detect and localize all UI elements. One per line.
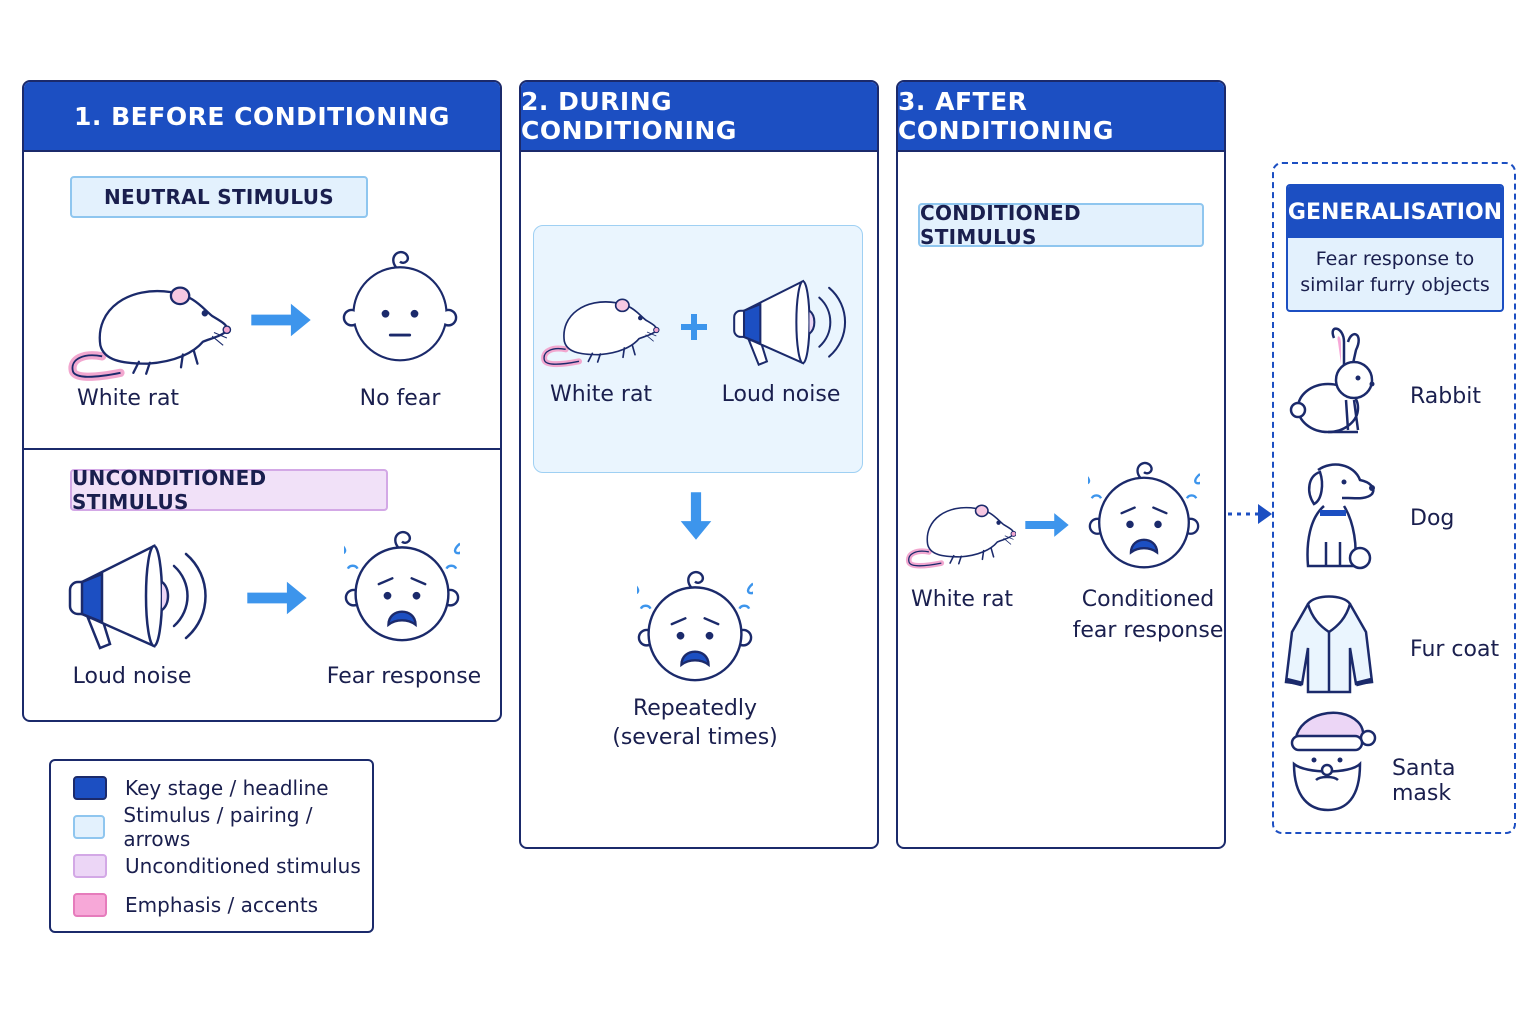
fear-response-label: Fear response	[326, 664, 482, 689]
white-rat-label: White rat	[549, 382, 653, 407]
panel-divider	[24, 448, 500, 450]
legend-item: Key stage / headline	[73, 775, 329, 801]
after-conditioning-title: 3. AFTER CONDITIONING	[898, 82, 1224, 152]
conditioned-response-label: Conditioned	[1081, 587, 1215, 612]
after-conditioning-panel: 3. AFTER CONDITIONING CONDITIONED STIMUL…	[896, 80, 1226, 849]
dog-icon	[1306, 463, 1375, 570]
baby-neutral-face-icon	[342, 242, 458, 372]
before-conditioning-title: 1. BEFORE CONDITIONING	[24, 82, 500, 152]
legend-item: Stimulus / pairing / arrows	[73, 803, 372, 851]
legend-item: Unconditioned stimulus	[73, 853, 361, 879]
generalisation-item-label: Santa mask	[1392, 756, 1456, 806]
legend-swatch-headline	[73, 776, 107, 800]
generalisation-item-label: Fur coat	[1410, 637, 1500, 662]
generalisation-subtitle-2: similar furry objects	[1300, 274, 1490, 296]
legend-label: Stimulus / pairing / arrows	[123, 803, 313, 851]
before-conditioning-panel: 1. BEFORE CONDITIONING NEUTRAL STIMULUS …	[22, 80, 502, 722]
megaphone-icon	[727, 278, 851, 368]
fear-response-label: fear response	[1072, 618, 1224, 643]
neutral-stimulus-label: NEUTRAL STIMULUS	[70, 176, 368, 218]
baby-crying-face-icon	[637, 562, 753, 692]
baby-crying-face-icon	[344, 522, 460, 652]
white-rat-label: White rat	[910, 587, 1014, 612]
white-rat-icon	[48, 272, 248, 382]
white-rat-icon	[537, 288, 661, 368]
legend: Key stage / headline Stimulus / pairing …	[49, 759, 374, 933]
fur-coat-icon	[1284, 595, 1374, 694]
baby-crying-face-icon	[1088, 454, 1200, 578]
white-rat-icon	[904, 492, 1016, 572]
generalisation-title: GENERALISATION	[1288, 186, 1502, 238]
arrow-right-icon	[248, 302, 314, 338]
unconditioned-stimulus-label: UNCONDITIONED STIMULUS	[70, 466, 388, 514]
arrow-right-icon	[1024, 510, 1070, 540]
no-fear-label: No fear	[359, 386, 441, 411]
plus-icon	[681, 314, 707, 340]
legend-label: Key stage / headline	[125, 776, 329, 800]
generalisation-item-label: Rabbit	[1410, 384, 1481, 409]
loud-noise-label: Loud noise	[721, 382, 841, 407]
legend-label: Emphasis / accents	[125, 893, 319, 917]
generalisation-box: GENERALISATION Fear response to similar …	[1286, 184, 1504, 312]
legend-label: Unconditioned stimulus	[125, 854, 361, 878]
legend-swatch-stimulus	[73, 815, 106, 839]
santa-mask-icon	[1290, 711, 1377, 812]
generalisation-panel: GENERALISATION Fear response to similar …	[1272, 162, 1516, 834]
repeatedly-label: Repeatedly	[632, 696, 758, 721]
during-conditioning-panel: 2. DURING CONDITIONING White rat Loud no…	[519, 80, 879, 849]
during-conditioning-title: 2. DURING CONDITIONING	[521, 82, 877, 152]
legend-item: Emphasis / accents	[73, 892, 318, 918]
rabbit-icon	[1289, 327, 1375, 434]
arrow-right-icon	[244, 580, 310, 616]
white-rat-label: White rat	[76, 386, 180, 411]
generalisation-item-label: Dog	[1410, 506, 1455, 531]
generalisation-connector-arrow	[1228, 504, 1272, 524]
several-times-label: (several times)	[612, 725, 778, 750]
arrow-down-icon	[679, 488, 713, 544]
loud-noise-label: Loud noise	[72, 664, 192, 689]
megaphone-icon	[62, 542, 212, 652]
legend-swatch-unconditioned	[73, 854, 107, 878]
legend-swatch-emphasis	[73, 893, 107, 917]
conditioned-stimulus-label: CONDITIONED STIMULUS	[918, 201, 1204, 249]
generalisation-subtitle-1: Fear response to	[1315, 248, 1475, 270]
